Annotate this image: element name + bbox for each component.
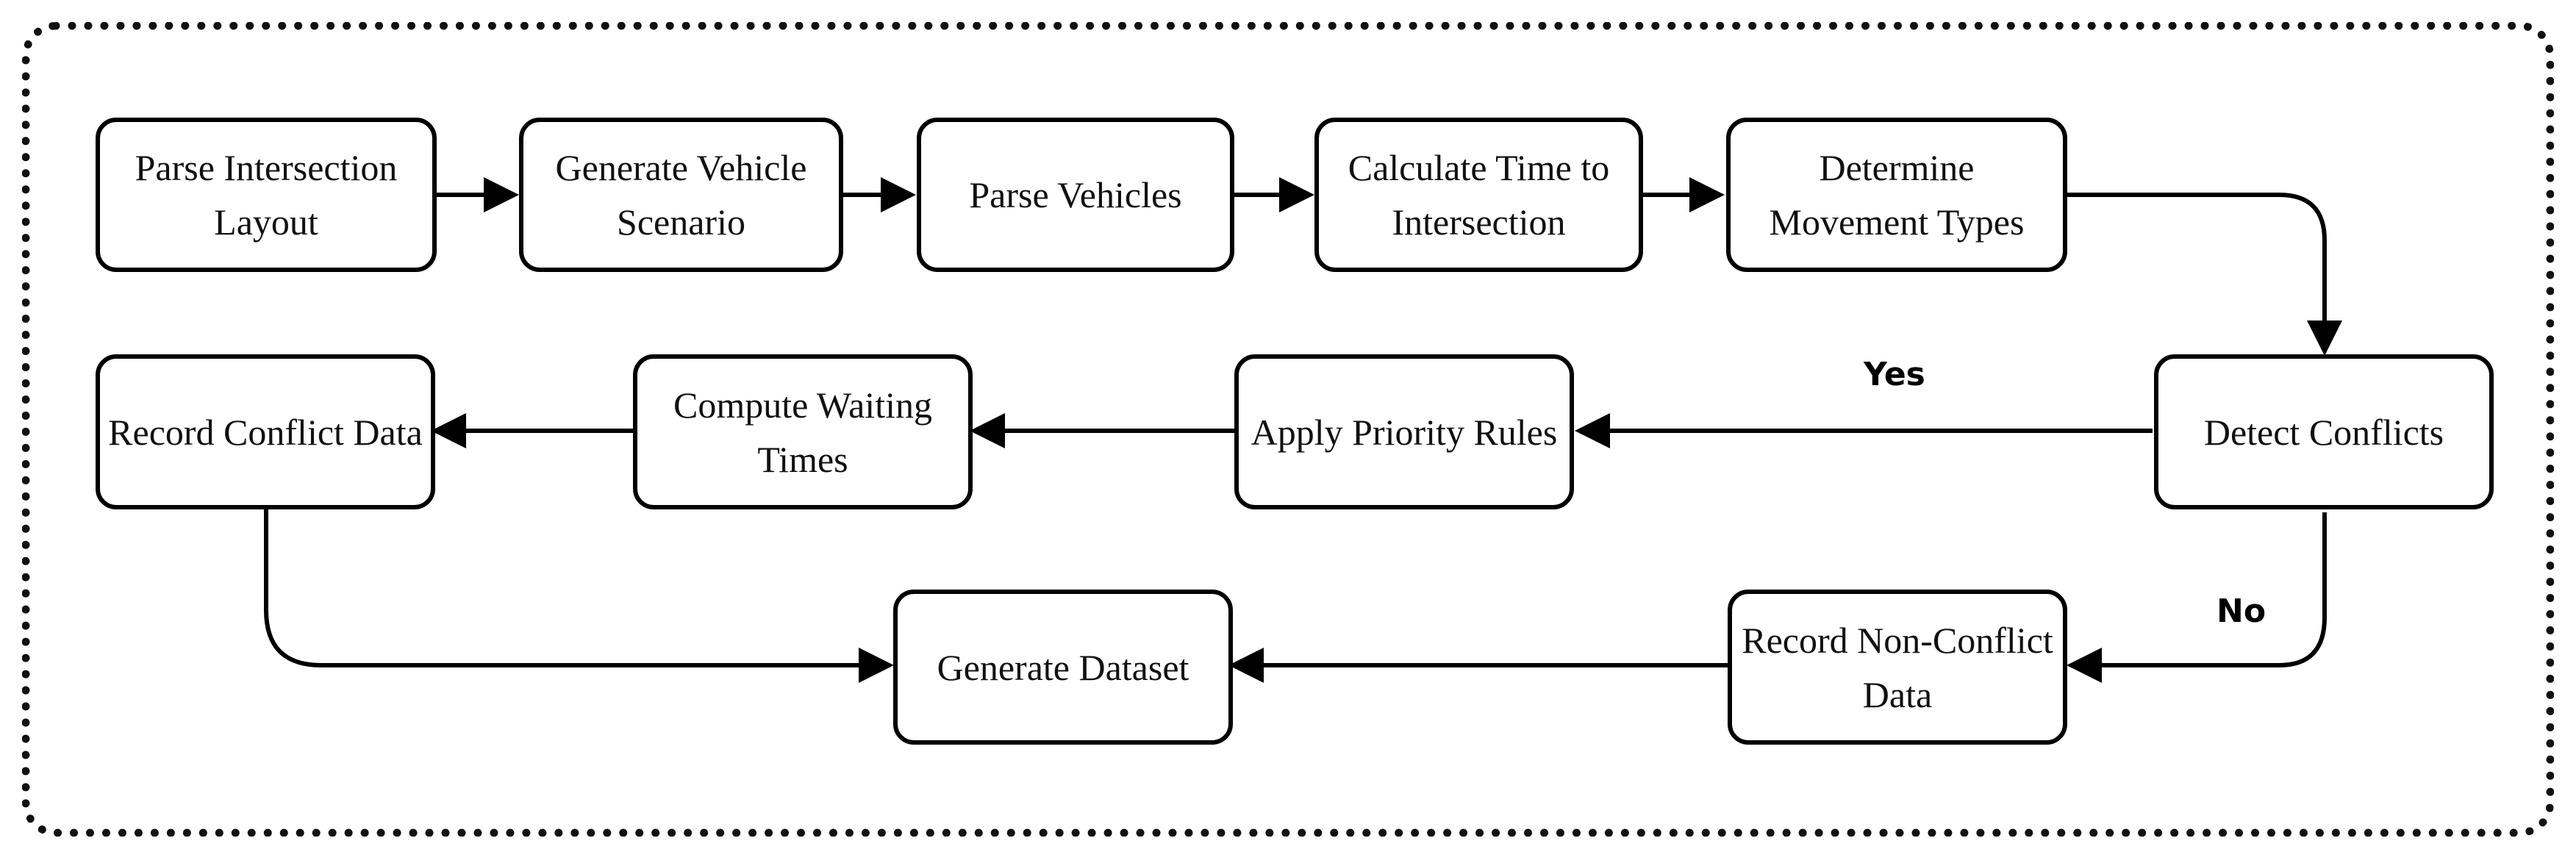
edge-label-no: No [2217, 592, 2266, 630]
node-label: Generate Vehicle Scenario [555, 147, 807, 243]
node-generate-vehicle-scenario: Generate Vehicle Scenario [519, 118, 843, 272]
node-label: Parse Intersection Layout [135, 147, 398, 243]
node-label: Apply Priority Rules [1251, 411, 1558, 453]
node-apply-priority-rules: Apply Priority Rules [1234, 354, 1574, 509]
node-label: Record Conflict Data [108, 411, 423, 453]
arrow-detect-to-record-nonconflict [2067, 512, 2327, 683]
arrow-record-conflict-to-dataset [264, 509, 894, 683]
node-label: Detect Conflicts [2203, 411, 2444, 453]
node-label: Compute Waiting Times [673, 384, 932, 480]
node-label: Parse Vehicles [969, 174, 1182, 215]
node-label: Generate Dataset [937, 646, 1189, 688]
node-label: Determine Movement Types [1769, 147, 2025, 243]
arrow-movement-to-detect [2067, 193, 2342, 356]
node-label: Calculate Time to Intersection [1348, 147, 1610, 243]
node-parse-vehicles: Parse Vehicles [917, 118, 1234, 272]
edge-label-yes: Yes [1864, 356, 1925, 393]
node-generate-dataset: Generate Dataset [893, 590, 1233, 745]
node-calculate-time-to-intersection: Calculate Time to Intersection [1314, 118, 1643, 272]
node-determine-movement-types: Determine Movement Types [1726, 118, 2067, 272]
node-detect-conflicts: Detect Conflicts [2154, 354, 2494, 509]
node-compute-waiting-times: Compute Waiting Times [633, 354, 973, 509]
node-parse-intersection-layout: Parse Intersection Layout [96, 118, 437, 272]
node-record-conflict-data: Record Conflict Data [96, 354, 435, 509]
node-label: Record Non-Conflict Data [1742, 619, 2053, 715]
node-record-non-conflict-data: Record Non-Conflict Data [1728, 590, 2067, 745]
dotted-frame [22, 22, 2554, 837]
